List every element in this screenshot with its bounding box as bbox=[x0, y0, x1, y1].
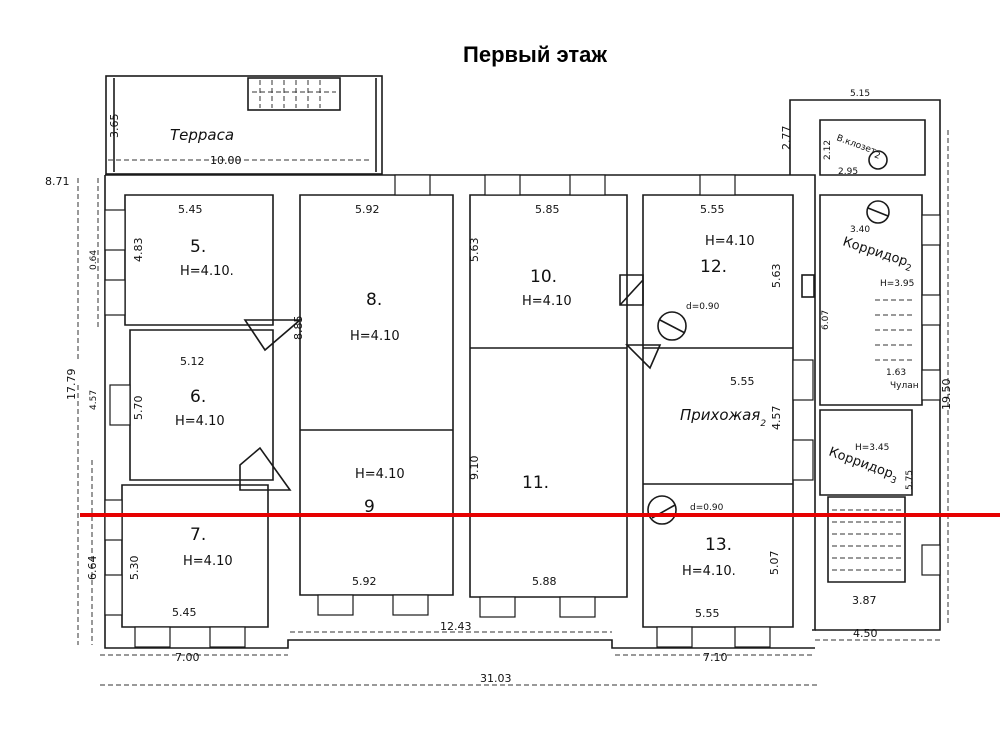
room-5-number: 5. bbox=[190, 237, 206, 257]
dim-label: 8.71 bbox=[45, 175, 70, 188]
stove-icon bbox=[868, 150, 888, 170]
dim-label: 6.07 bbox=[821, 310, 831, 330]
terrace bbox=[105, 75, 383, 175]
stove-icon bbox=[866, 200, 890, 224]
dim-label: 2.12 bbox=[823, 140, 833, 160]
hall-label: Прихожая2 bbox=[680, 406, 766, 429]
dim-label: 5.85 bbox=[535, 203, 560, 216]
room-9-height: H=4.10 bbox=[355, 467, 405, 482]
wc-label: В.клозет2 bbox=[834, 133, 883, 161]
dim-label: 12.43 bbox=[440, 620, 472, 633]
dim-label: 4.50 bbox=[853, 627, 878, 640]
annex-walls bbox=[789, 99, 941, 631]
room-10-number: 10. bbox=[530, 267, 557, 287]
room-5-height: H=4.10. bbox=[180, 264, 234, 279]
dimension-lines bbox=[77, 130, 949, 686]
dim-label: 5.63 bbox=[468, 238, 481, 263]
room-12-number: 12. bbox=[700, 257, 727, 277]
dim-label: 6.64 bbox=[86, 556, 99, 581]
dim-label: 3.87 bbox=[852, 594, 877, 607]
dim-label: 5.15 bbox=[850, 89, 870, 99]
windows bbox=[104, 174, 941, 648]
dim-label: 5.55 bbox=[730, 375, 755, 388]
room-13-height: H=4.10. bbox=[682, 564, 736, 579]
stove-label: d=0.90 bbox=[690, 503, 724, 513]
dim-label: 5.55 bbox=[695, 607, 720, 620]
dim-label: 7.00 bbox=[175, 651, 200, 664]
room-6-height: H=4.10 bbox=[175, 414, 225, 429]
dim-label: 4.57 bbox=[89, 390, 99, 410]
terrace-label: Терраса bbox=[170, 126, 234, 144]
dim-label: 7.10 bbox=[703, 651, 728, 664]
room-8-height: H=4.10 bbox=[350, 329, 400, 344]
hall-index: 2 bbox=[760, 419, 766, 429]
corridor-2-label: Корридор2 bbox=[840, 235, 915, 275]
closet-label: Чулан bbox=[890, 381, 919, 391]
dim-label: 2.95 bbox=[838, 167, 858, 177]
dim-label: 17.79 bbox=[65, 369, 78, 401]
room-9-number: 9 bbox=[364, 497, 375, 517]
stove-icon bbox=[647, 495, 677, 525]
dim-label: 5.88 bbox=[532, 575, 557, 588]
dim-label: 5.45 bbox=[178, 203, 203, 216]
room-13-number: 13. bbox=[705, 535, 732, 555]
dim-label: 5.92 bbox=[355, 203, 380, 216]
dim-label: 10.00 bbox=[210, 154, 242, 167]
wc-index: 2 bbox=[873, 150, 882, 161]
corridor-3-index: 3 bbox=[889, 475, 898, 486]
page-title: Первый этаж bbox=[463, 42, 607, 67]
dim-label: 4.83 bbox=[132, 238, 145, 263]
dim-label: 1.63 bbox=[886, 368, 906, 378]
dim-label: 31.03 bbox=[480, 672, 512, 685]
dim-label: 5.63 bbox=[770, 264, 783, 289]
stove-label: d=0.90 bbox=[686, 302, 720, 312]
corridor-2-name: Корридор bbox=[841, 235, 910, 270]
dim-label: 9.10 bbox=[468, 456, 481, 481]
dim-label: 5.70 bbox=[132, 396, 145, 421]
room-7-number: 7. bbox=[190, 525, 206, 545]
dim-label: 5.30 bbox=[128, 556, 141, 581]
room-8-number: 8. bbox=[366, 290, 382, 310]
dim-label: 5.07 bbox=[768, 551, 781, 576]
dim-label: 3.40 bbox=[850, 225, 870, 235]
room-6-number: 6. bbox=[190, 387, 206, 407]
dim-label: 5.55 bbox=[700, 203, 725, 216]
stove-icon bbox=[657, 311, 687, 341]
room-10-height: H=4.10 bbox=[522, 294, 572, 309]
room-11-number: 11. bbox=[522, 473, 549, 493]
dim-label: 2.77 bbox=[780, 126, 793, 151]
dim-label: 5.75 bbox=[905, 470, 915, 490]
dim-label: 8.85 bbox=[292, 316, 305, 341]
hall-name: Прихожая bbox=[680, 406, 760, 424]
room-12-height: H=4.10 bbox=[705, 234, 755, 249]
room-7-height: H=4.10 bbox=[183, 554, 233, 569]
stoves bbox=[647, 150, 890, 525]
wc-name: В.клозет bbox=[835, 133, 877, 157]
corridor-3-height: H=3.45 bbox=[855, 443, 889, 453]
dim-label: 5.92 bbox=[352, 575, 377, 588]
dim-label: 0.64 bbox=[89, 250, 99, 270]
corridor-2-index: 2 bbox=[904, 263, 913, 274]
dim-label: 3.65 bbox=[108, 114, 121, 139]
dim-label: 4.57 bbox=[770, 406, 783, 431]
corridor-2-height: H=3.95 bbox=[880, 279, 914, 289]
dim-label: 19.50 bbox=[940, 379, 953, 411]
dim-label: 5.12 bbox=[180, 355, 205, 368]
dim-label: 5.45 bbox=[172, 606, 197, 619]
